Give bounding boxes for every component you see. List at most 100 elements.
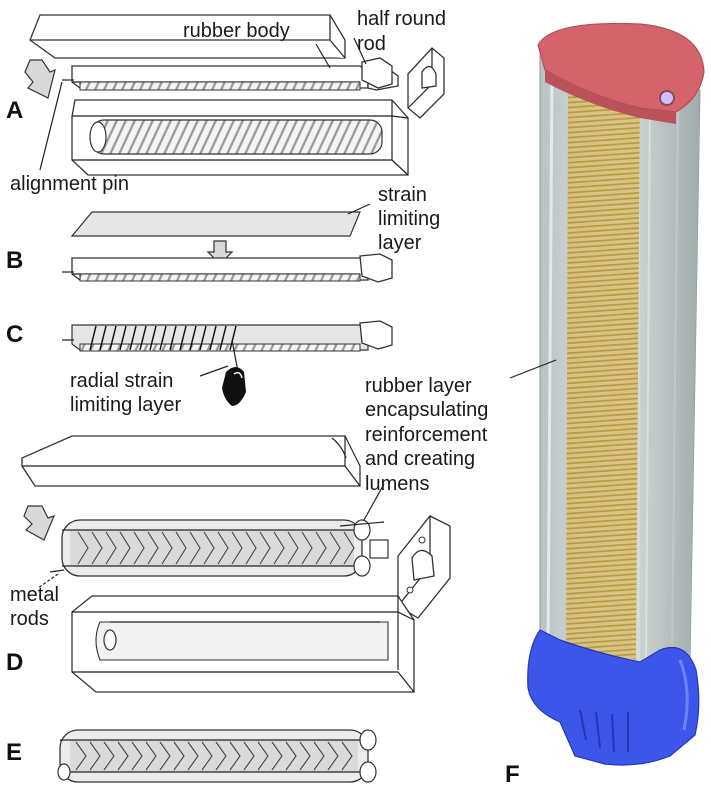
label-strain-2: limiting <box>378 208 440 230</box>
chevron-line <box>229 741 241 771</box>
panel-label-d: D <box>6 649 23 676</box>
wrapped-body-c <box>62 320 393 352</box>
label-metal-rods-1: metal <box>10 584 59 606</box>
panel-label-b: B <box>6 247 23 274</box>
radial-wraps <box>89 325 237 351</box>
chevron-line <box>343 531 355 565</box>
chevron-line <box>159 741 171 771</box>
reinforcement-chevrons-e <box>75 741 353 771</box>
panel-label-f: F <box>505 761 520 788</box>
chevron-line <box>145 741 157 771</box>
chevron-line <box>285 741 297 771</box>
label-encap-5: lumens <box>365 473 429 495</box>
label-metal-rods-2: rods <box>10 608 49 630</box>
lumen-port <box>659 90 675 106</box>
radial-wrap-line <box>99 325 107 351</box>
label-encap-2: encapsulating <box>365 399 488 421</box>
chevron-line <box>215 741 227 771</box>
radial-leader <box>199 365 229 377</box>
chevron-line <box>273 531 285 565</box>
chevron-line <box>299 741 311 771</box>
radial-wrap-line <box>129 325 137 351</box>
thread-leader <box>231 339 239 373</box>
label-half-round-rod-2: rod <box>357 33 386 55</box>
final-body-e <box>57 729 377 783</box>
red-cap <box>537 22 705 124</box>
mold-lid-a <box>29 14 346 59</box>
label-strain-3: layer <box>378 232 422 254</box>
label-alignment-pin: alignment pin <box>10 173 129 195</box>
half-round-rod-leader <box>353 37 367 65</box>
reinforcement-chevrons <box>77 531 355 565</box>
panel-d: metal rods D <box>6 435 451 693</box>
panel-b: strain limiting layer B <box>6 184 440 283</box>
panel-f-photo: rubber layer encapsulating reinforcement… <box>365 22 705 788</box>
chevron-line <box>75 741 87 771</box>
rubber-body-leader <box>315 43 331 69</box>
label-encap-3: reinforcement <box>365 424 488 446</box>
chevron-line <box>161 531 173 565</box>
arrow-down-icon-d <box>23 505 56 541</box>
mold-lid-d <box>21 435 361 487</box>
chevron-line <box>105 531 117 565</box>
chevron-line <box>147 531 159 565</box>
chevron-line <box>173 741 185 771</box>
radial-wrap-line <box>139 325 147 351</box>
chevron-line <box>133 531 145 565</box>
chevron-line <box>201 741 213 771</box>
fiber-reinforcement <box>566 90 640 660</box>
bottom-mold-d <box>71 595 415 693</box>
radial-wrap-line <box>219 325 227 351</box>
chevron-line <box>131 741 143 771</box>
radial-wrap-line <box>89 325 97 351</box>
panel-label-c: C <box>6 321 23 348</box>
chevron-line <box>231 531 243 565</box>
chevron-line <box>189 531 201 565</box>
chevron-line <box>341 741 353 771</box>
half-round-rod-a <box>361 57 393 89</box>
label-encap-1: rubber layer <box>365 375 472 397</box>
chevron-line <box>203 531 215 565</box>
rubber-body-b <box>62 253 393 283</box>
label-rubber-body: rubber body <box>183 20 290 42</box>
chevron-line <box>327 741 339 771</box>
label-strain-1: strain <box>378 184 427 206</box>
chevron-line <box>91 531 103 565</box>
radial-wrap-line <box>159 325 167 351</box>
radial-wrap-line <box>119 325 127 351</box>
panel-c: radial strain limiting layer C <box>6 320 393 416</box>
radial-wrap-line <box>109 325 117 351</box>
chevron-line <box>117 741 129 771</box>
encap-leader-d <box>363 483 385 521</box>
radial-wrap-line <box>189 325 197 351</box>
reinforced-body-d <box>49 519 389 577</box>
strain-leader <box>347 203 371 215</box>
rubber-body-a <box>62 65 399 91</box>
radial-wrap-line <box>169 325 177 351</box>
panel-label-a: A <box>6 97 23 124</box>
chevron-line <box>245 531 257 565</box>
chevron-line <box>271 741 283 771</box>
chevron-line <box>187 741 199 771</box>
metal-rods-leader <box>37 573 59 589</box>
panel-label-e: E <box>6 739 22 766</box>
panel-a: rubber body half round rod alignment pin… <box>6 8 446 195</box>
radial-wrap-line <box>179 325 187 351</box>
strain-limiting-sheet <box>70 211 361 237</box>
chevron-line <box>217 531 229 565</box>
chevron-line <box>287 531 299 565</box>
radial-wrap-line <box>149 325 157 351</box>
chevron-line <box>301 531 313 565</box>
end-plate-a <box>407 47 445 119</box>
end-plate-d <box>397 515 451 619</box>
label-encap-4: and creating <box>365 448 475 470</box>
chevron-line <box>89 741 101 771</box>
alignment-pin-leader <box>39 81 63 171</box>
radial-wrap-line <box>229 325 237 351</box>
label-half-round-rod-1: half round <box>357 8 446 30</box>
label-radial-1: radial strain <box>70 370 173 392</box>
bottom-mold-a <box>71 99 409 176</box>
chevron-line <box>175 531 187 565</box>
chevron-line <box>259 531 271 565</box>
panel-e: E <box>6 729 377 783</box>
